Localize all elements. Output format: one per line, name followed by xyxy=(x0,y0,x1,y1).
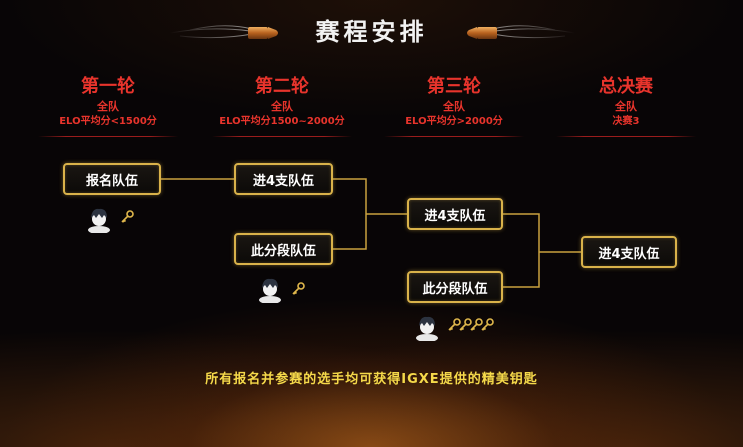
page-title: 赛程安排 xyxy=(315,18,428,46)
round-name: 第一轮 xyxy=(81,76,135,97)
round-elo: ELO平均分<1500分 xyxy=(59,116,157,127)
round-divider xyxy=(384,136,524,137)
key-icon xyxy=(481,318,494,331)
bracket-box-r2-advance[interactable]: 进4支队伍 xyxy=(234,163,333,195)
bracket-box-r3-advance[interactable]: 进4支队伍 xyxy=(407,198,503,230)
bracket-box-final[interactable]: 进4支队伍 xyxy=(581,236,677,268)
avatar-icon xyxy=(88,208,110,233)
key-icon xyxy=(292,282,305,295)
round-elo: ELO平均分1500~2000分 xyxy=(219,116,345,127)
round-header-4: 总决赛 全队 决赛3 xyxy=(556,76,696,129)
round-header-3: 第三轮 全队 ELO平均分>2000分 xyxy=(384,76,524,129)
round-elo: 决赛3 xyxy=(612,116,640,127)
bullet-icon xyxy=(170,25,278,39)
round-name: 总决赛 xyxy=(599,76,653,97)
bracket-box-r3-tier[interactable]: 此分段队伍 xyxy=(407,271,503,303)
round-team: 全队 xyxy=(97,100,119,113)
round-name: 第二轮 xyxy=(255,76,309,97)
key-icon xyxy=(470,318,483,331)
bracket-box-r2-tier[interactable]: 此分段队伍 xyxy=(234,233,333,265)
round-divider xyxy=(212,136,352,137)
key-icon xyxy=(459,318,472,331)
round-divider xyxy=(556,136,696,137)
round-team: 全队 xyxy=(443,100,465,113)
round-header-2: 第二轮 全队 ELO平均分1500~2000分 xyxy=(212,76,352,129)
avatar-icon xyxy=(416,316,438,341)
footer-note: 所有报名并参赛的选手均可获得IGXE提供的精美钥匙 xyxy=(205,372,538,387)
round-header-1: 第一轮 全队 ELO平均分<1500分 xyxy=(38,76,178,129)
key-icon xyxy=(448,318,461,331)
bullet-icon xyxy=(467,25,575,39)
round-team: 全队 xyxy=(271,100,293,113)
round-team: 全队 xyxy=(615,100,637,113)
round-name: 第三轮 xyxy=(427,76,481,97)
avatar-icon xyxy=(259,278,281,303)
round-elo: ELO平均分>2000分 xyxy=(405,116,503,127)
bracket-box-signup[interactable]: 报名队伍 xyxy=(63,163,161,195)
round-divider xyxy=(38,136,178,137)
key-icon xyxy=(121,210,134,223)
